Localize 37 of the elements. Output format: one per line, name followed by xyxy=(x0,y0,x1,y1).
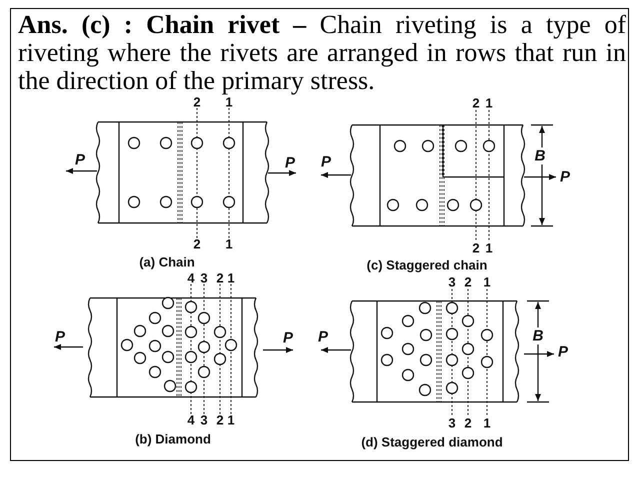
section-number: 3 xyxy=(200,272,208,284)
section-number: 1 xyxy=(225,238,233,250)
figure-caption: (d) Staggered diamond xyxy=(361,436,503,448)
section-number: 2 xyxy=(464,276,472,288)
figure-caption: (c) Staggered chain xyxy=(366,258,488,272)
section-number: 2 xyxy=(216,272,224,284)
load-label: P xyxy=(321,154,331,170)
figure-caption: (a) Chain xyxy=(139,256,195,268)
section-number: 4 xyxy=(187,272,195,284)
section-number: 1 xyxy=(485,96,493,110)
load-label: P xyxy=(75,152,85,168)
section-number: 4 xyxy=(187,414,195,426)
section-number: 2 xyxy=(472,96,480,110)
width-label: B xyxy=(532,328,544,344)
load-label: P xyxy=(558,344,568,360)
load-label: P xyxy=(55,330,65,344)
load-label: P xyxy=(285,156,295,170)
section-number: 2 xyxy=(193,96,201,108)
section-number: 2 xyxy=(193,238,201,250)
section-number: 1 xyxy=(225,96,233,108)
section-number: 2 xyxy=(216,414,224,426)
section-number: 1 xyxy=(227,414,235,426)
section-number: 1 xyxy=(485,242,493,254)
section-number: 3 xyxy=(200,414,208,426)
load-label: P xyxy=(318,330,328,344)
section-number: 1 xyxy=(483,416,491,430)
answer-text: Ans. (c) : Chain rivet – Chain riveting is a type of riveting where the rivets are arranged in rows that run in the direction of the primary stress. xyxy=(18,11,626,95)
section-number: 2 xyxy=(464,416,472,430)
section-number: 3 xyxy=(448,276,456,288)
figure-caption: (b) Diamond xyxy=(135,432,211,446)
load-label: P xyxy=(560,170,570,184)
section-number: 1 xyxy=(227,272,235,284)
section-number: 1 xyxy=(483,276,491,288)
load-label: P xyxy=(283,330,293,346)
section-number: 2 xyxy=(472,242,480,254)
section-number: 3 xyxy=(448,416,456,430)
width-label: B xyxy=(534,148,546,164)
